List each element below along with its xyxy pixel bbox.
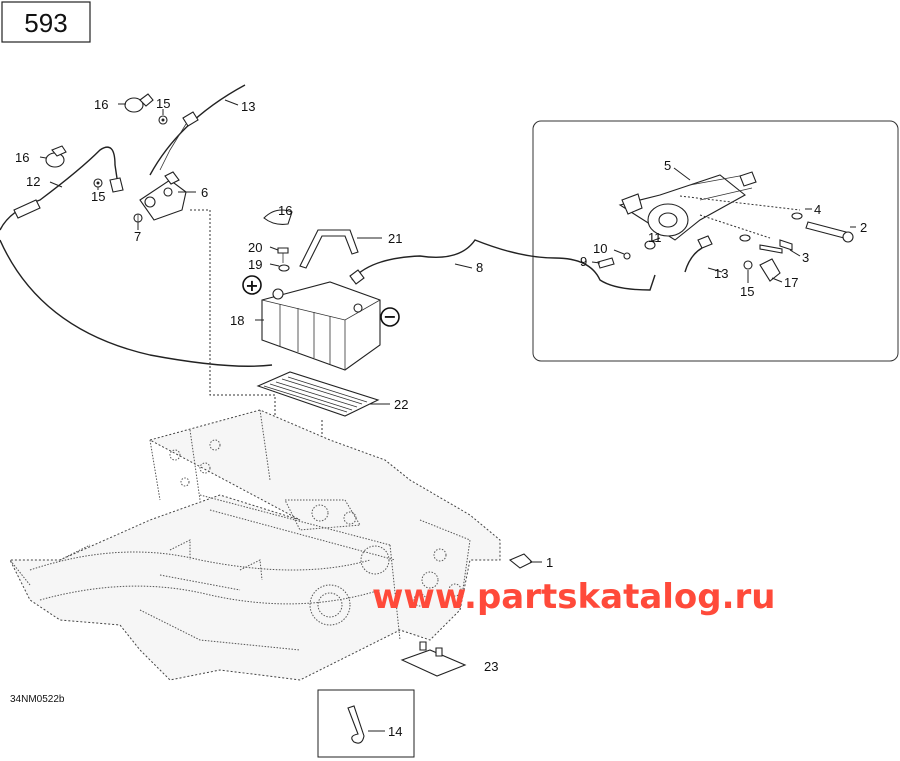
bolt-2 (805, 221, 854, 243)
battery-pad-22 (256, 371, 380, 417)
callout-15: 15 (91, 189, 105, 204)
callout-12: 12 (26, 174, 40, 189)
page-number: 593 (24, 8, 67, 38)
callout-14: 14 (388, 724, 402, 739)
callout-16: 16 (94, 97, 108, 112)
diagram-reference-code: 34NM0522b (10, 694, 65, 705)
callout-5: 5 (664, 158, 671, 173)
positive-terminal-sign: + (242, 275, 262, 295)
nut-15-middle (93, 178, 103, 188)
watermark: www.partskatalog.ru (372, 577, 776, 617)
callout-8: 8 (476, 260, 483, 275)
clip-1 (508, 553, 533, 569)
callout-16: 16 (278, 203, 292, 218)
callout-10: 10 (593, 241, 607, 256)
cap-16-middle (45, 145, 67, 168)
callout-4: 4 (814, 202, 821, 217)
callout-11: 11 (648, 230, 662, 245)
callout-21: 21 (388, 231, 402, 246)
callout-15: 15 (740, 284, 754, 299)
callout-16: 16 (15, 150, 29, 165)
washer-4 (791, 212, 803, 220)
callout-6: 6 (201, 185, 208, 200)
cap-16-battery (263, 209, 293, 225)
page-number-box: 593 (1, 1, 91, 43)
callout-labels: 16 15 13 16 12 15 6 7 16 20 19 21 18 22 … (15, 96, 867, 739)
negative-terminal-sign: − (380, 307, 400, 327)
nut-15-starter (743, 260, 753, 270)
callout-13: 13 (241, 99, 255, 114)
starter-inset-box (532, 120, 899, 362)
cap-17 (759, 258, 781, 282)
cable-13-starter (684, 235, 713, 273)
pad-23 (400, 641, 467, 677)
screw-7 (133, 213, 143, 223)
cable-8 (349, 239, 656, 291)
chassis-frame (9, 409, 501, 681)
bolt-20 (277, 247, 289, 263)
callout-2: 2 (860, 220, 867, 235)
cable-12 (0, 146, 273, 367)
retaining-strap-21 (299, 229, 359, 269)
callout-22: 22 (394, 397, 408, 412)
nut-19 (278, 264, 290, 272)
leader-lines (39, 99, 856, 563)
clamp-14-box (317, 689, 415, 758)
callout-17: 17 (784, 275, 798, 290)
cap-16-upper (124, 93, 154, 113)
callout-7: 7 (134, 229, 141, 244)
nut-10 (623, 252, 631, 260)
washer-11 (644, 240, 656, 250)
svg-text:−: − (383, 307, 396, 326)
callout-23: 23 (484, 659, 498, 674)
callout-13: 13 (714, 266, 728, 281)
callout-18: 18 (230, 313, 244, 328)
screw-9 (597, 257, 615, 269)
callout-20: 20 (248, 240, 262, 255)
callout-15: 15 (156, 96, 170, 111)
callout-1: 1 (546, 555, 553, 570)
battery-18 (261, 281, 381, 371)
washers-3 (739, 234, 793, 254)
callout-9: 9 (580, 254, 587, 269)
callout-3: 3 (802, 250, 809, 265)
solenoid-6 (139, 171, 187, 221)
callout-19: 19 (248, 257, 262, 272)
nut-15-upper (158, 115, 168, 125)
cable-13-upper (149, 84, 246, 176)
starter-5 (618, 171, 757, 241)
svg-text:+: + (245, 276, 258, 295)
